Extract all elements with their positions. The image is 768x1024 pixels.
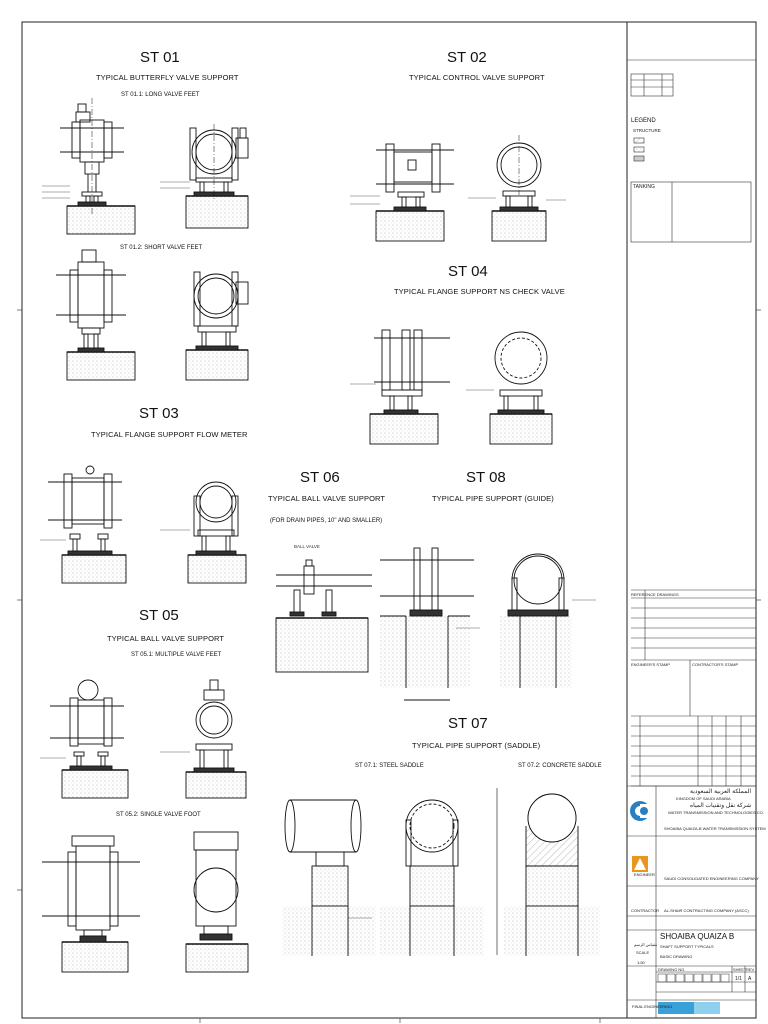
st05-id: ST 05: [139, 607, 179, 624]
water-company-logo: [630, 801, 650, 821]
rev-label: REV: [746, 967, 755, 972]
st01-title: TYPICAL BUTTERFLY VALVE SUPPORT: [96, 73, 239, 82]
drawing-no-label: DRAWING NO.: [658, 967, 686, 972]
st01-2-front-view: [56, 249, 136, 381]
st07-title: TYPICAL PIPE SUPPORT (SADDLE): [412, 741, 541, 750]
st04-id: ST 04: [448, 263, 488, 280]
contractor-text: AL-SHAIR CONTRACTING COMPANY (ASCC): [664, 908, 749, 913]
status-highlight: [658, 1002, 694, 1014]
st03-id: ST 03: [139, 405, 179, 422]
st05-1-side-view: [185, 679, 247, 799]
reference-drawings: REFERENCE DRAWINGS: [631, 592, 679, 597]
st05-1-front-view: [50, 679, 129, 799]
rev-value: A: [748, 976, 752, 982]
tanking-label: TANKING: [633, 184, 655, 190]
st01-1-side-view: [185, 124, 249, 229]
st01-2-side-view: [185, 271, 249, 381]
kingdom-text: KINGDOM OF SAUDI ARABIA: [676, 796, 731, 801]
engineer-stamp: ENGINEER'S STAMP: [631, 662, 670, 667]
consultant-logo: [632, 856, 648, 872]
st01-1-front-view: [60, 98, 136, 235]
scale-label: SCALE: [636, 950, 650, 955]
sheet-label: SHEET: [733, 967, 747, 972]
st08-title: TYPICAL PIPE SUPPORT (GUIDE): [432, 494, 554, 503]
sheet-value: 1/1: [735, 976, 742, 982]
st08-side-view: [500, 553, 572, 688]
st05-title: TYPICAL BALL VALVE SUPPORT: [107, 634, 225, 643]
st01-sub2: ST 01.2: SHORT VALVE FEET: [120, 245, 203, 251]
status-text: FINAL ENGINEERING: [632, 1004, 673, 1009]
project-name: SHOAIBA QUAIZA B: [660, 932, 735, 941]
drawing-number-boxes: [657, 973, 730, 983]
st03-title: TYPICAL FLANGE SUPPORT FLOW METER: [91, 430, 248, 439]
st08-front-view: [380, 547, 474, 701]
st02-id: ST 02: [447, 49, 487, 66]
st06-note: (FOR DRAIN PIPES, 10" AND SMALLER): [270, 518, 383, 524]
st05-sub2: ST 05.2: SINGLE VALVE FOOT: [116, 812, 201, 818]
arabic-kingdom: المملكة العربية السعودية: [690, 789, 752, 795]
consultant-text: SAUDI CONSOLIDATED ENGINEERING COMPANY: [664, 876, 759, 881]
engineer-role: ENGINEER: [634, 872, 655, 877]
st07-2-concrete-saddle: [504, 793, 600, 956]
st06-valve-label: BALL VALVE: [294, 544, 320, 549]
status-highlight-2: [694, 1002, 720, 1014]
st02-title: TYPICAL CONTROL VALVE SUPPORT: [409, 73, 545, 82]
st02-front-view: [375, 143, 454, 242]
title-block: [627, 59, 756, 1018]
st06-title: TYPICAL BALL VALVE SUPPORT: [268, 494, 386, 503]
st02-side-view: [491, 135, 547, 242]
arabic-company: شركة نقل وتقنيات المياه: [690, 803, 752, 809]
st05-2-front-view: [42, 835, 140, 973]
st03-side-view: [187, 481, 247, 584]
st01-sub1: ST 01.1: LONG VALVE FEET: [121, 92, 200, 98]
scale-value: 1:50: [637, 960, 645, 965]
st04-front-view: [369, 329, 450, 445]
legend-heading: LEGEND: [631, 118, 656, 124]
st07-sub1: ST 07.1: STEEL SADDLE: [355, 763, 424, 769]
structure-label: STRUCTURE: [633, 128, 661, 133]
drawing-title: SHAFT SUPPORT TYPICALS: [660, 944, 714, 949]
st03-front-view: [48, 465, 127, 584]
st07-sub2: ST 07.2: CONCRETE SADDLE: [518, 763, 602, 769]
st06-drawing: [275, 559, 372, 673]
st05-2-side-view: [185, 831, 249, 973]
st07-1-pipe-view: [282, 799, 376, 956]
st06-id: ST 06: [300, 469, 340, 486]
contractor-role: CONTRACTOR: [631, 908, 660, 913]
annotation-leaders: [40, 181, 596, 919]
company-text: WATER TRANSMISSION AND TECHNOLOGIES CO.: [668, 810, 764, 815]
st01-id: ST 01: [140, 49, 180, 66]
st05-sub1: ST 05.1: MULTIPLE VALVE FEET: [131, 652, 222, 658]
st08-id: ST 08: [466, 469, 506, 486]
st07-id: ST 07: [448, 715, 488, 732]
contractor-stamp: CONTRACTOR'S STAMP: [692, 662, 739, 667]
system-text: SHOAIBA QUAIZA-B WATER TRANSMISSION SYST…: [664, 826, 766, 831]
st04-title: TYPICAL FLANGE SUPPORT NS CHECK VALVE: [394, 287, 565, 296]
arabic-scale: مقياس الرسم: [634, 942, 658, 947]
st04-side-view: [489, 331, 553, 445]
st07-1-section-view: [380, 799, 484, 956]
drawing-type: BASIC DRAWING: [660, 954, 693, 959]
